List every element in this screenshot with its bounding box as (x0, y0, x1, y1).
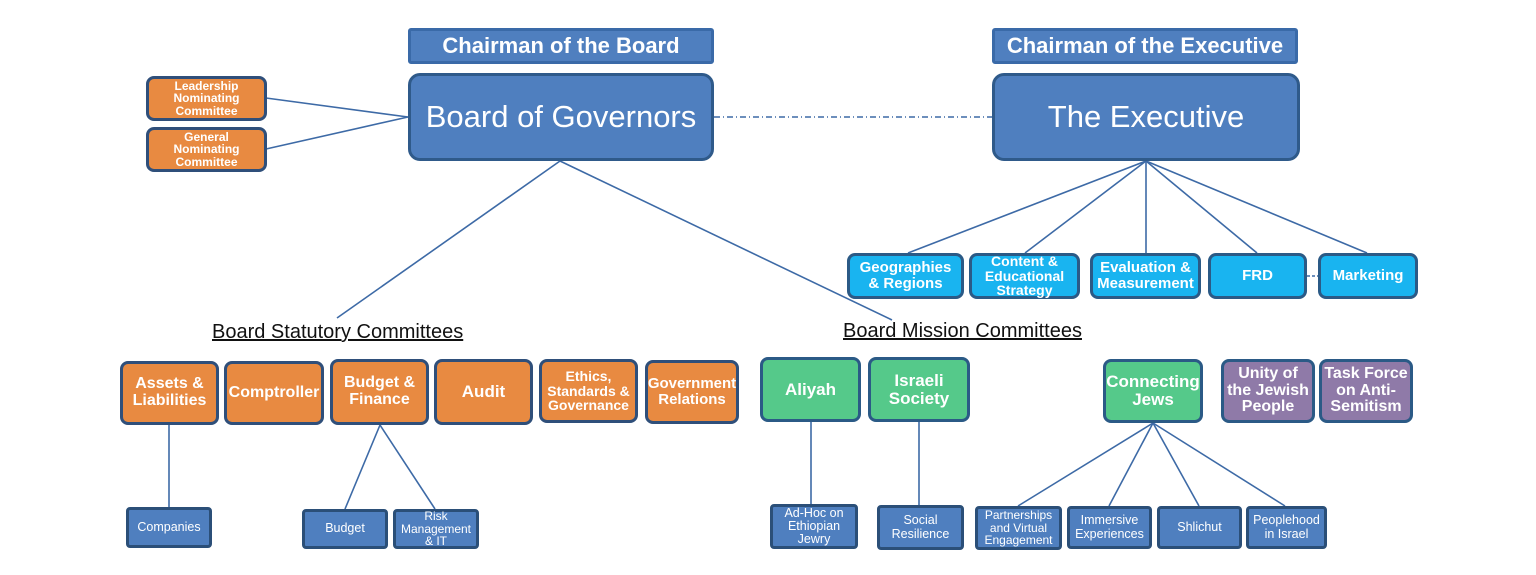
chairman-of-the-board: Chairman of the Board (408, 28, 714, 64)
aliyah: Aliyah (760, 357, 861, 422)
connector (1017, 422, 1154, 507)
board-statutory-committees-heading: Board Statutory Committees (212, 321, 464, 343)
connector (1108, 422, 1154, 507)
connector (1145, 160, 1368, 254)
peoplehood-in-israel: Peoplehood in Israel (1246, 506, 1327, 549)
connector (379, 424, 436, 510)
budget-finance: Budget & Finance (330, 359, 429, 425)
chairman-of-the-executive: Chairman of the Executive (992, 28, 1298, 64)
comptroller: Comptroller (224, 361, 324, 425)
israeli-society: Israeli Society (868, 357, 970, 422)
connecting-jews: Connecting Jews (1103, 359, 1203, 423)
unity-of-the-jewish-people: Unity of the Jewish People (1221, 359, 1315, 423)
frd: FRD (1208, 253, 1307, 299)
connector (559, 160, 893, 321)
budget: Budget (302, 509, 388, 549)
immersive-experiences: Immersive Experiences (1067, 506, 1152, 549)
board-of-governors: Board of Governors (408, 73, 714, 161)
connector (344, 424, 381, 510)
ad-hoc-ethiopian-jewry: Ad-Hoc on Ethiopian Jewry (770, 504, 858, 549)
the-executive: The Executive (992, 73, 1300, 161)
social-resilience: Social Resilience (877, 505, 964, 550)
marketing: Marketing (1318, 253, 1418, 299)
audit: Audit (434, 359, 533, 425)
evaluation-measurement: Evaluation & Measurement (1090, 253, 1201, 299)
partnerships-virtual-engagement: Partnerships and Virtual Engagement (975, 506, 1062, 550)
connector (265, 116, 409, 150)
connector (1024, 160, 1147, 254)
content-educational-strategy: Content & Educational Strategy (969, 253, 1080, 299)
shlichut: Shlichut (1157, 506, 1242, 549)
board-mission-committees-heading: Board Mission Committees (843, 320, 1082, 342)
companies: Companies (126, 507, 212, 548)
connector (1145, 160, 1258, 254)
government-relations: Government Relations (645, 360, 739, 424)
leadership-nominating-committee: Leadership Nominating Committee (146, 76, 267, 121)
risk-management-it: Risk Management & IT (393, 509, 479, 549)
task-force-on-anti-semitism: Task Force on Anti- Semitism (1319, 359, 1413, 423)
connector (336, 160, 561, 319)
general-nominating-committee: General Nominating Committee (146, 127, 267, 172)
connector (265, 97, 409, 118)
connector (907, 160, 1147, 254)
ethics-standards-governance: Ethics, Standards & Governance (539, 359, 638, 423)
assets-liabilities: Assets & Liabilities (120, 361, 219, 425)
connector (1152, 422, 1286, 507)
geographies-regions: Geographies & Regions (847, 253, 964, 299)
connector (1152, 422, 1200, 507)
